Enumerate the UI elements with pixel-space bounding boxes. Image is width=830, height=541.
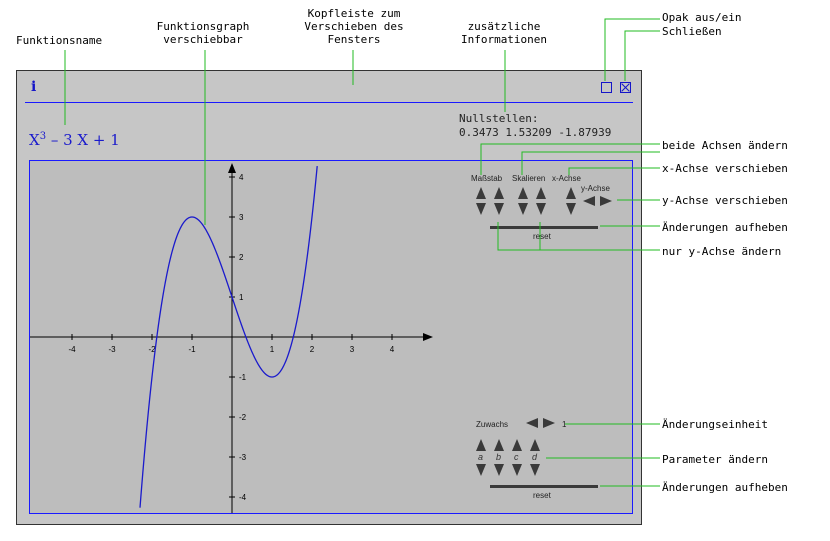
zeros-info: Nullstellen: 0.3473 1.53209 -1.87939: [459, 112, 611, 140]
shift-y-right-button[interactable]: [600, 196, 612, 206]
function-exponent: 3: [39, 131, 47, 142]
param-b-label: b: [496, 452, 502, 462]
function-curve: [139, 165, 318, 508]
label-graph-line2: verschiebbar: [163, 33, 243, 46]
label-undo-2: Änderungen aufheben: [662, 481, 788, 494]
y-tick-label: -3: [239, 453, 247, 462]
x-tick-label: -4: [68, 345, 76, 354]
shift-x-down-button[interactable]: [566, 203, 576, 215]
param-d-down-button[interactable]: [530, 464, 540, 476]
scale-both-down-button[interactable]: [476, 203, 486, 215]
zuwachs-label: Zuwachs: [476, 420, 509, 429]
label-unit: Änderungseinheit: [662, 418, 768, 431]
x-tick-label: -3: [108, 345, 116, 354]
label-info-line1: zusätzliche: [467, 20, 541, 33]
y-tick-label: -4: [239, 493, 247, 502]
y-tick-label: -2: [239, 413, 247, 422]
label-header-line1: Kopfleiste zum: [307, 7, 401, 20]
y-tick-label: 4: [239, 173, 244, 182]
scale-x-down-button[interactable]: [494, 203, 504, 215]
label-graph-line1: Funktionsgraph: [156, 20, 250, 33]
leader-close: [624, 30, 660, 81]
label-undo-1: Änderungen aufheben: [662, 221, 788, 234]
label-funktionsname: Funktionsname: [16, 34, 103, 47]
leader-both-axes: [480, 143, 660, 175]
function-name: X3 – 3 X + 1: [29, 131, 120, 149]
reset-bar-scale[interactable]: [490, 226, 598, 229]
opacity-toggle-button[interactable]: [601, 82, 612, 93]
leader-y-only: [497, 222, 660, 251]
x-tick-label: 3: [350, 345, 355, 354]
scale-both-up-button[interactable]: [476, 187, 486, 199]
scale-y2-up-button[interactable]: [536, 187, 546, 199]
y-axis-arrow: [228, 163, 236, 173]
leader-opak: [604, 18, 660, 81]
x-achse-label: x-Achse: [552, 174, 581, 183]
y-tick-label: -1: [239, 373, 247, 382]
scale-y-up-button[interactable]: [518, 187, 528, 199]
label-params: Parameter ändern: [662, 453, 768, 466]
param-d-up-button[interactable]: [530, 439, 540, 451]
label-y-only: nur y-Achse ändern: [662, 245, 782, 258]
graph-svg[interactable]: -4 -3 -2 -1 1 2 3 4 4 3 2 1 -1 -2 -3 -4: [30, 161, 632, 513]
y-tick-label: 1: [239, 293, 244, 302]
param-d-label: d: [532, 452, 538, 462]
close-button[interactable]: [620, 82, 631, 93]
y-tick-label: 2: [239, 253, 244, 262]
function-rest: – 3 X + 1: [46, 131, 120, 149]
header-separator: [25, 102, 633, 103]
x-tick-label: 2: [310, 345, 315, 354]
label-close: Schließen: [662, 25, 722, 38]
label-additional-info: zusätzliche Informationen: [461, 20, 547, 46]
param-b-down-button[interactable]: [494, 464, 504, 476]
label-y-shift: y-Achse verschieben: [662, 194, 788, 207]
reset-bar-params[interactable]: [490, 485, 598, 488]
shift-y-left-button[interactable]: [583, 196, 595, 206]
shift-x-up-button[interactable]: [566, 187, 576, 199]
scale-y2-down-button[interactable]: [536, 203, 546, 215]
param-b-up-button[interactable]: [494, 439, 504, 451]
x-tick-label: -2: [148, 345, 156, 354]
param-c-label: c: [514, 452, 519, 462]
label-opak: Opak aus/ein: [662, 11, 742, 24]
param-c-up-button[interactable]: [512, 439, 522, 451]
label-header-line2: Verschieben des: [304, 20, 404, 33]
function-base: X: [29, 131, 40, 149]
reset-params-label[interactable]: reset: [533, 491, 551, 500]
increment-value: 1: [562, 420, 567, 429]
plot-area[interactable]: -4 -3 -2 -1 1 2 3 4 4 3 2 1 -1 -2 -3 -4 Maßstab Skalier…: [29, 160, 633, 514]
zeros-values: 0.3473 1.53209 -1.87939: [459, 126, 612, 139]
increment-increase-button[interactable]: [543, 418, 555, 428]
x-tick-label: -1: [188, 345, 196, 354]
label-info-line2: Informationen: [460, 33, 548, 46]
plotter-window: i X3 – 3 X + 1 Nullstellen: 0.3473 1.532…: [16, 70, 642, 525]
skalieren-label: Skalieren: [512, 174, 546, 183]
x-tick-label: 1: [270, 345, 275, 354]
massstab-label: Maßstab: [471, 174, 503, 183]
label-graph-draggable: Funktionsgraph verschiebbar: [157, 20, 250, 46]
label-header-line3: Fensters: [327, 33, 381, 46]
scale-y-down-button[interactable]: [518, 203, 528, 215]
increment-decrease-button[interactable]: [526, 418, 538, 428]
info-icon[interactable]: i: [31, 79, 37, 95]
reset-scale-label[interactable]: reset: [533, 232, 551, 241]
leader-both-axes-2: [521, 151, 660, 175]
label-x-shift: x-Achse verschieben: [662, 162, 788, 175]
label-header-drag: Kopfleiste zum Verschieben des Fensters: [304, 7, 403, 46]
param-c-down-button[interactable]: [512, 464, 522, 476]
param-a-up-button[interactable]: [476, 439, 486, 451]
zeros-title: Nullstellen:: [459, 112, 539, 125]
param-a-down-button[interactable]: [476, 464, 486, 476]
x-axis-arrow: [423, 333, 433, 341]
y-achse-label: y-Achse: [581, 184, 610, 193]
scale-x-up-button[interactable]: [494, 187, 504, 199]
x-tick-label: 4: [390, 345, 395, 354]
leader-x-shift: [568, 167, 660, 175]
param-a-label: a: [478, 452, 484, 462]
y-tick-label: 3: [239, 213, 244, 222]
label-both-axes: beide Achsen ändern: [662, 139, 788, 152]
